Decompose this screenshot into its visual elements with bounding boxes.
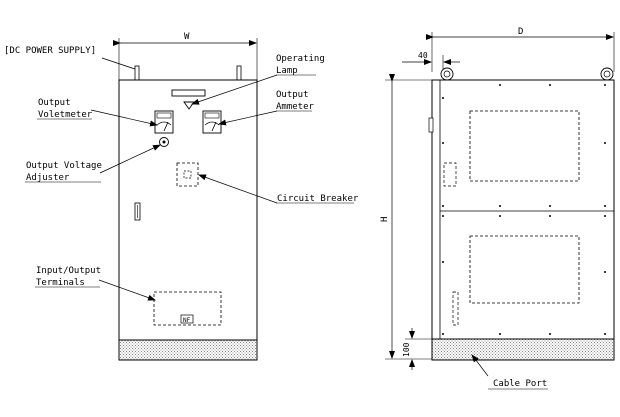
dim-40-label: 40 — [418, 51, 428, 60]
dim-100: 100 — [402, 328, 432, 370]
dim-100-label: 100 — [402, 342, 411, 357]
ammeter — [202, 110, 222, 134]
side-cabinet — [431, 79, 615, 340]
upper-vent-panel — [469, 110, 580, 182]
ammeter-label-1: Output — [276, 90, 309, 100]
voltmeter-label-1: Output — [38, 98, 71, 108]
voltmeter — [154, 110, 174, 134]
voltage-adjuster-knob — [159, 137, 169, 147]
height-dimension: H — [380, 74, 432, 360]
operating-lamp-label-1: Operating — [276, 54, 325, 64]
circuit-breaker — [176, 162, 199, 187]
ammeter-leader — [218, 110, 278, 126]
front-view: [DC POWER SUPPLY] W — [4, 32, 359, 361]
lifting-eye-left — [134, 65, 140, 81]
adjuster-leader — [99, 144, 161, 174]
depth-dim-label: D — [518, 27, 523, 37]
lifting-eye-right — [236, 65, 242, 81]
title-leader — [101, 57, 139, 71]
side-lifting-eye-left — [440, 67, 454, 81]
circuit-breaker-leader — [198, 174, 278, 204]
width-dimension: W — [113, 32, 258, 80]
io-terminals-label-2: Terminals — [36, 278, 85, 288]
drawing-title: [DC POWER SUPPLY] — [4, 46, 96, 56]
cable-port-leader — [471, 354, 489, 377]
operating-lamp-label-2: Lamp — [276, 66, 298, 76]
io-terminal-block: NF — [153, 291, 222, 326]
side-handle — [428, 117, 434, 133]
width-dim-label: W — [184, 32, 190, 42]
side-lifting-eye-right — [600, 67, 614, 81]
side-view: D 40 H 100 — [380, 27, 615, 390]
height-dim-label: H — [380, 217, 390, 222]
depth-dimension: D — [426, 27, 615, 72]
front-base — [118, 339, 258, 361]
adjuster-label-1: Output Voltage — [26, 161, 102, 171]
io-terminals-leader — [98, 279, 156, 301]
rivets — [442, 84, 606, 335]
adjuster-label-2: Adjuster — [26, 173, 70, 183]
ammeter-label-2: Ammeter — [276, 102, 315, 112]
lower-vent-panel — [469, 235, 580, 304]
io-terminals-label-1: Input/Output — [36, 266, 101, 276]
operating-lamp-bar — [171, 89, 206, 97]
terminal-tag: NF — [183, 317, 191, 324]
front-cabinet — [118, 79, 258, 341]
cable-port-label: Cable Port — [493, 379, 547, 389]
voltmeter-label-2: Voletmeter — [38, 110, 93, 120]
operating-lamp-leader — [191, 74, 278, 105]
side-breaker-outline — [443, 162, 457, 187]
side-terminal-outline — [452, 291, 459, 326]
circuit-breaker-label: Circuit Breaker — [277, 194, 359, 204]
side-base — [431, 338, 615, 361]
dim-40: 40 — [402, 51, 460, 72]
voltmeter-leader — [90, 109, 158, 127]
